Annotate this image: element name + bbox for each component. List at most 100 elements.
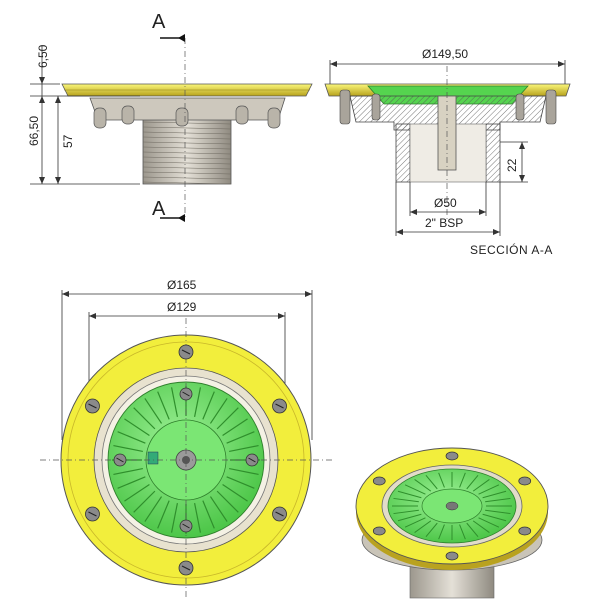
- grate-slot: [226, 476, 255, 489]
- dim-outer-diameter: Ø165: [167, 278, 197, 292]
- iso-grate-slot: [397, 513, 422, 522]
- grate-slot: [229, 467, 259, 476]
- iso-grate-slot: [478, 484, 500, 495]
- iso-grate-slot: [478, 517, 500, 528]
- thread-line: [142, 166, 232, 170]
- grate-slot: [113, 467, 143, 476]
- iso-grate-slot: [397, 490, 422, 499]
- thread-line: [142, 141, 232, 145]
- grate-slot: [202, 500, 215, 529]
- grate-slot: [157, 500, 170, 529]
- dim-body-height: 57: [61, 134, 75, 148]
- dim-flange-diameter: Ø149,50: [422, 47, 468, 61]
- screw-slot: [275, 511, 284, 517]
- grate-slot: [133, 490, 156, 513]
- screw-slot: [181, 349, 191, 355]
- grate-slot: [216, 490, 239, 513]
- grate-slot: [193, 387, 202, 417]
- screw-icon: [372, 476, 386, 486]
- iso-grate-slot: [393, 497, 419, 503]
- grate-slot: [209, 398, 228, 424]
- grate-slot: [117, 476, 146, 489]
- iso-grate-slot: [485, 497, 511, 503]
- iso-grate-slot: [414, 479, 432, 492]
- grate-slot: [133, 407, 156, 430]
- section-view: Ø149,50 22 Ø50 2" BSP SECCIÓN A-A: [324, 47, 571, 257]
- flange-screws: [85, 344, 287, 576]
- section-marker-top: A: [152, 11, 166, 33]
- side-view: A A 6,50 66,50 57: [27, 11, 313, 222]
- thread-line: [142, 156, 232, 160]
- iso-grate-slot: [438, 524, 445, 540]
- isometric-view: [355, 447, 549, 599]
- screw-slot: [88, 403, 97, 409]
- iso-grate-slot: [459, 472, 466, 488]
- thread-line: [142, 136, 232, 140]
- iso-grate-slot: [425, 475, 438, 490]
- screw-slot: [248, 457, 256, 463]
- grate-slot: [157, 391, 170, 420]
- iso-grate-slot: [482, 490, 507, 499]
- grate-slots: [112, 386, 260, 534]
- grate-slot: [202, 391, 215, 420]
- grate-slot: [216, 407, 239, 430]
- grate-slot: [124, 483, 150, 502]
- iso-flange-screws: [372, 451, 532, 561]
- iso-grate-slot: [485, 509, 511, 515]
- screw-icon: [518, 476, 532, 486]
- iso-grate-slot: [459, 524, 466, 540]
- thread-line: [142, 131, 232, 135]
- grate-slot: [226, 431, 255, 444]
- iso-grate-slot: [472, 479, 490, 492]
- screw-icon: [518, 526, 532, 536]
- iso-grate-slot: [438, 472, 445, 488]
- screw-slot: [182, 391, 190, 397]
- screw-slot: [181, 565, 191, 571]
- screw-slot: [275, 403, 284, 409]
- iso-grate-slot: [472, 520, 490, 533]
- iso-grate-slot: [393, 509, 419, 515]
- thread-line: [142, 126, 232, 130]
- iso-grate-slot: [404, 484, 426, 495]
- iso-grate-slot: [425, 522, 438, 537]
- dim-top-thickness: 6,50: [36, 44, 50, 68]
- grate-slot: [124, 418, 150, 437]
- screw-icon: [445, 451, 459, 461]
- grate-slot: [144, 496, 163, 522]
- thread-lines: [142, 121, 232, 185]
- dim-thread-length: 22: [505, 158, 519, 172]
- screw-slot: [182, 523, 190, 529]
- dim-thread-size: 2" BSP: [425, 216, 463, 230]
- thread-line: [142, 181, 232, 185]
- iso-grate-slots: [392, 472, 512, 540]
- section-marker-bottom: A: [152, 198, 166, 220]
- iso-grate-slot: [466, 475, 479, 490]
- grate-slot: [222, 418, 248, 437]
- dim-total-height: 66,50: [27, 116, 41, 146]
- grate-slot: [229, 444, 259, 453]
- screw-slot: [116, 457, 124, 463]
- thread-line: [142, 146, 232, 150]
- grate-slot: [170, 503, 179, 533]
- grate-slot: [193, 503, 202, 533]
- thread-line: [142, 151, 232, 155]
- iso-grate-slot: [404, 517, 426, 528]
- iso-grate-slot: [482, 513, 507, 522]
- dim-bore-diameter: Ø50: [434, 196, 457, 210]
- screw-slot: [88, 511, 97, 517]
- iso-grate-slot: [466, 522, 479, 537]
- grate-slot: [144, 398, 163, 424]
- plan-view: Ø165 Ø129: [40, 278, 332, 600]
- screw-icon: [445, 551, 459, 561]
- screw-icon: [372, 526, 386, 536]
- grate-slot: [113, 444, 143, 453]
- grate-slot: [209, 496, 228, 522]
- dim-inner-diameter: Ø129: [167, 300, 197, 314]
- iso-grate-slot: [414, 520, 432, 533]
- grate-slot: [222, 483, 248, 502]
- grate-slot: [117, 431, 146, 444]
- thread-line: [142, 171, 232, 175]
- section-caption: SECCIÓN A-A: [470, 242, 553, 257]
- thread-line: [142, 176, 232, 180]
